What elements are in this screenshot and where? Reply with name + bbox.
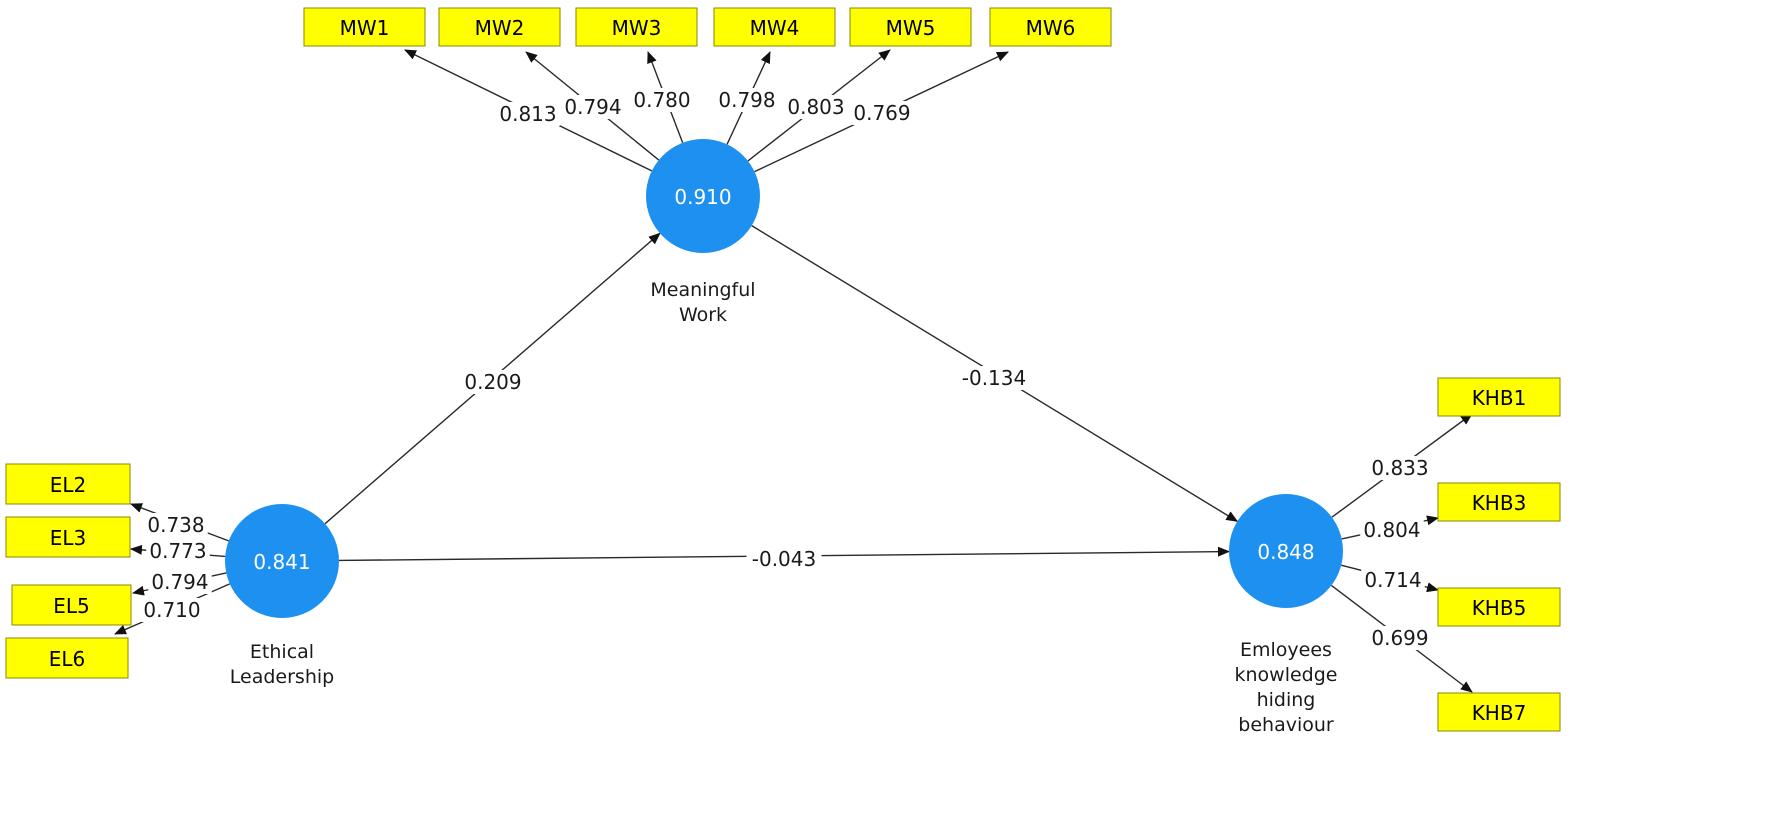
indicator-box-mw5[interactable] xyxy=(849,7,972,47)
loading-value-khb7: 0.699 xyxy=(1371,626,1428,650)
loading-value-mw1: 0.813 xyxy=(499,102,556,126)
loading-value-el3: 0.773 xyxy=(149,539,206,563)
loading-value-khb7-group: 0.699 xyxy=(1368,626,1432,650)
path-coefficient-el-to-mw: 0.209 xyxy=(464,370,521,394)
loading-value-el2-group: 0.738 xyxy=(144,513,208,537)
indicator-label-el3: EL3 xyxy=(50,526,87,550)
path-coefficient-mw-to-khb: -0.134 xyxy=(962,366,1026,390)
indicator-label-mw5: MW5 xyxy=(886,16,936,40)
path-coefficient-el-to-mw-group: 0.209 xyxy=(461,370,525,394)
loading-value-mw5-group: 0.803 xyxy=(784,95,848,119)
loading-value-mw4-group: 0.798 xyxy=(715,88,779,112)
indicator-label-khb1: KHB1 xyxy=(1472,386,1527,410)
indicator-box-el6[interactable] xyxy=(5,637,129,679)
indicator-box-khb1[interactable] xyxy=(1437,377,1561,417)
loading-value-mw5: 0.803 xyxy=(787,95,844,119)
loading-value-mw4-bg xyxy=(715,88,779,112)
loading-value-khb1-group: 0.833 xyxy=(1368,456,1432,480)
indicator-box-el5[interactable] xyxy=(11,584,132,626)
construct-circle-el[interactable] xyxy=(225,504,339,618)
loading-value-khb5-bg xyxy=(1361,568,1425,592)
construct-name-khb-line-4: behaviour xyxy=(1238,714,1334,736)
loading-value-el5-bg xyxy=(148,570,212,594)
loading-value-el5: 0.794 xyxy=(151,570,208,594)
construct-value-el: 0.841 xyxy=(253,550,310,574)
path-coefficient-el-to-khb-group: -0.043 xyxy=(746,547,822,571)
labels-layer: 0.209 -0.134 -0.043 0.813 0.794 0.780 0.798 0.8… xyxy=(140,88,1432,736)
indicator-label-khb5: KHB5 xyxy=(1472,596,1527,620)
indicator-box-khb5[interactable] xyxy=(1437,587,1561,627)
construct-circle-khb[interactable] xyxy=(1229,494,1343,608)
loading-value-khb5: 0.714 xyxy=(1364,568,1421,592)
path-coefficient-mw-to-khb-bg xyxy=(956,366,1032,390)
loading-value-el6: 0.710 xyxy=(143,598,200,622)
loading-value-mw4: 0.798 xyxy=(718,88,775,112)
loading-value-mw6-group: 0.769 xyxy=(850,101,914,125)
indicator-box-mw4[interactable] xyxy=(713,7,836,47)
path-coefficient-el-to-mw-bg xyxy=(461,370,525,394)
loading-value-mw2-bg xyxy=(561,95,625,119)
indicator-label-el5: EL5 xyxy=(53,594,90,618)
loading-value-khb3: 0.804 xyxy=(1363,518,1420,542)
loading-value-mw6: 0.769 xyxy=(853,101,910,125)
indicator-label-mw2: MW2 xyxy=(475,16,525,40)
loading-value-khb3-group: 0.804 xyxy=(1360,518,1424,542)
loading-value-el3-bg xyxy=(146,539,210,563)
path-coefficient-el-to-khb-bg xyxy=(746,547,822,571)
indicator-box-mw2[interactable] xyxy=(438,7,561,47)
indicator-box-mw1[interactable] xyxy=(303,7,426,47)
construct-value-mw: 0.910 xyxy=(674,185,731,209)
indicator-box-mw6[interactable] xyxy=(989,7,1112,47)
loading-value-mw2-group: 0.794 xyxy=(561,95,625,119)
path-coefficient-mw-to-khb-group: -0.134 xyxy=(956,366,1032,390)
loading-value-el6-bg xyxy=(140,598,204,622)
construct-value-khb: 0.848 xyxy=(1257,540,1314,564)
indicator-label-khb3: KHB3 xyxy=(1472,491,1527,515)
indicator-label-el6: EL6 xyxy=(49,647,86,671)
loading-value-mw2: 0.794 xyxy=(564,95,621,119)
loading-value-mw6-bg xyxy=(850,101,914,125)
indicator-box-el3[interactable] xyxy=(5,516,131,558)
indicator-label-mw4: MW4 xyxy=(750,16,800,40)
indicator-box-khb7[interactable] xyxy=(1437,692,1561,732)
indicator-label-mw1: MW1 xyxy=(340,16,390,40)
loading-value-mw1-bg xyxy=(496,102,560,126)
loading-value-el5-group: 0.794 xyxy=(148,570,212,594)
construct-name-khb-line-2: knowledge xyxy=(1235,664,1338,686)
loading-value-mw1-group: 0.813 xyxy=(496,102,560,126)
loading-value-khb1-bg xyxy=(1368,456,1432,480)
indicator-box-mw3[interactable] xyxy=(575,7,698,47)
loading-value-el2-bg xyxy=(144,513,208,537)
loading-value-khb7-bg xyxy=(1368,626,1432,650)
indicator-label-khb7: KHB7 xyxy=(1472,701,1527,725)
loading-value-mw3-bg xyxy=(630,88,694,112)
indicator-box-khb3[interactable] xyxy=(1437,482,1561,522)
construct-name-khb-line-1: Emloyees xyxy=(1240,639,1332,661)
construct-name-khb-line-3: hiding xyxy=(1257,689,1316,711)
construct-name-mw-line-2: Work xyxy=(679,304,727,326)
indicator-label-el2: EL2 xyxy=(50,473,87,497)
construct-name-el-line-1: Ethical xyxy=(250,641,314,663)
indicator-label-mw6: MW6 xyxy=(1026,16,1076,40)
loading-value-mw5-bg xyxy=(784,95,848,119)
loading-value-mw3: 0.780 xyxy=(633,88,690,112)
loading-value-el3-group: 0.773 xyxy=(146,539,210,563)
loading-value-el2: 0.738 xyxy=(147,513,204,537)
loading-value-khb5-group: 0.714 xyxy=(1361,568,1425,592)
indicator-box-el2[interactable] xyxy=(5,463,131,505)
loading-value-khb1: 0.833 xyxy=(1371,456,1428,480)
loading-value-khb3-bg xyxy=(1360,518,1424,542)
loading-value-mw3-group: 0.780 xyxy=(630,88,694,112)
loading-value-el6-group: 0.710 xyxy=(140,598,204,622)
construct-name-mw-line-1: Meaningful xyxy=(650,279,755,301)
path-coefficient-el-to-khb: -0.043 xyxy=(752,547,816,571)
indicator-label-mw3: MW3 xyxy=(612,16,662,40)
construct-name-el-line-2: Leadership xyxy=(230,666,334,688)
construct-circle-mw[interactable] xyxy=(646,139,760,253)
